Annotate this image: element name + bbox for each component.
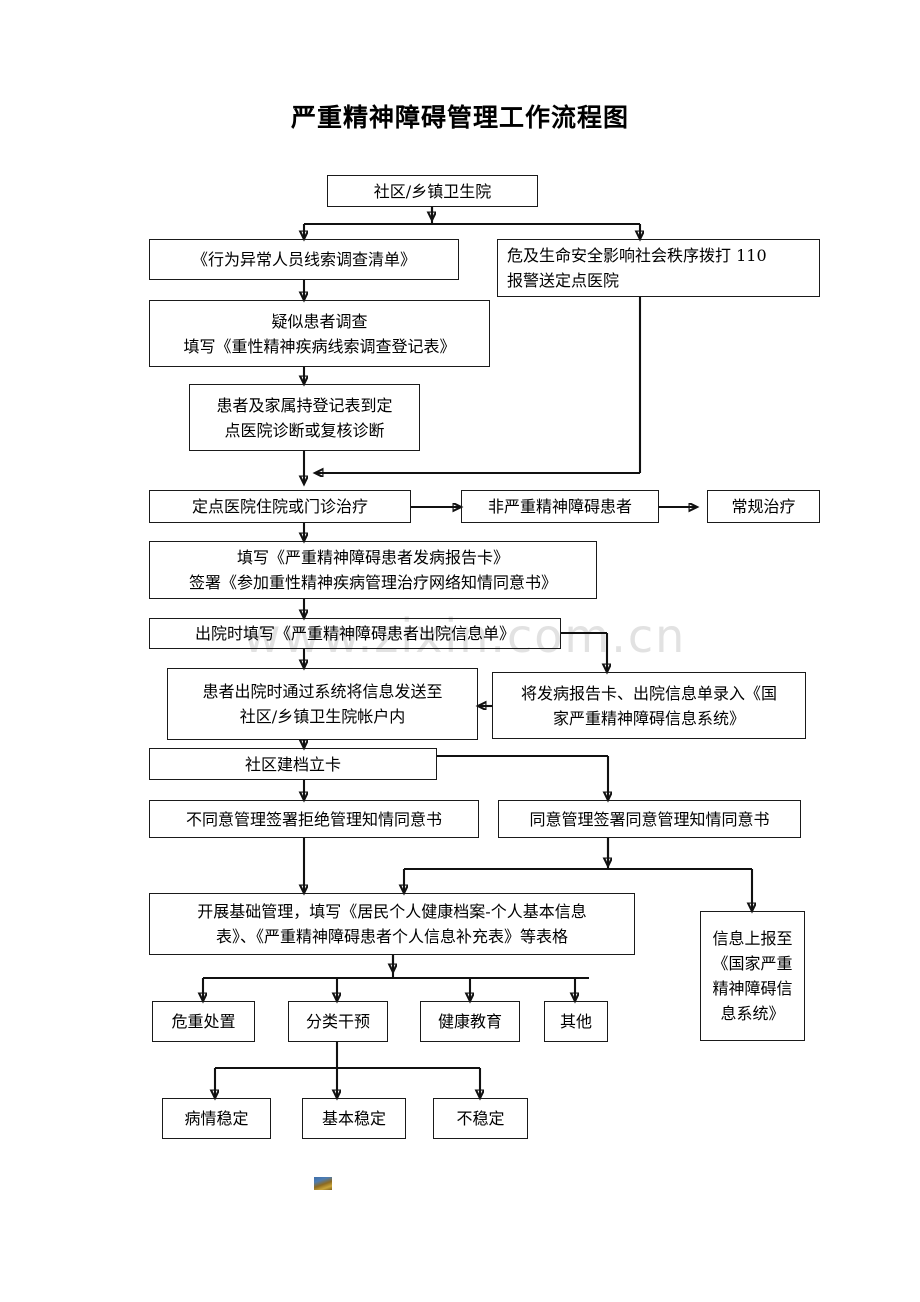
node-label: 病情稳定	[184, 1109, 249, 1128]
node-label: 定点医院住院或门诊治疗	[191, 497, 368, 516]
node-label: 其他	[559, 1012, 592, 1031]
node-emergency-call-110[interactable]: 危及生命安全影响社会秩序拨打 110 报警送定点医院	[497, 239, 820, 297]
node-label-line3: 精神障碍信	[712, 979, 793, 998]
node-send-info-to-health-center-account[interactable]: 患者出院时通过系统将信息发送至 社区/乡镇卫生院帐户内	[167, 668, 478, 740]
node-label: 社区/乡镇卫生院	[373, 181, 492, 201]
node-report-to-national-system[interactable]: 信息上报至 《国家严重 精神障碍信 息系统》	[700, 911, 805, 1041]
node-label-line2: 《国家严重	[712, 954, 793, 973]
node-label: 出院时填写《严重精神障碍患者出院信息单》	[194, 624, 515, 643]
node-label: 健康教育	[437, 1012, 502, 1031]
node-health-education[interactable]: 健康教育	[420, 1001, 520, 1042]
node-fill-report-card-and-consent[interactable]: 填写《严重精神障碍患者发病报告卡》 签署《参加重性精神疾病管理治疗网络知情同意书…	[149, 541, 597, 599]
node-designated-hospital-treatment[interactable]: 定点医院住院或门诊治疗	[149, 490, 411, 523]
node-label: 非严重精神障碍患者	[487, 497, 632, 516]
node-label-line2: 点医院诊断或复核诊断	[224, 420, 385, 440]
node-label-line2: 表》、《严重精神障碍患者个人信息补充表》等表格	[215, 927, 568, 946]
node-label: 危重处置	[171, 1012, 236, 1031]
node-patient-family-registration-diagnosis[interactable]: 患者及家属持登记表到定 点医院诊断或复核诊断	[189, 384, 420, 451]
node-label-line1: 将发病报告卡、出院信息单录入《国	[520, 683, 777, 703]
node-refuse-management-consent[interactable]: 不同意管理签署拒绝管理知情同意书	[149, 800, 479, 838]
node-label: 常规治疗	[731, 497, 796, 516]
node-basically-stable[interactable]: 基本稳定	[302, 1098, 406, 1139]
node-label: 社区建档立卡	[244, 754, 341, 774]
node-label-line1: 危及生命安全影响社会秩序拨打 110	[507, 246, 767, 265]
page-title: 严重精神障碍管理工作流程图	[290, 103, 629, 132]
node-community-township-health-center[interactable]: 社区/乡镇卫生院	[327, 175, 538, 207]
node-label-line1: 患者出院时通过系统将信息发送至	[202, 682, 443, 701]
node-label: 分类干预	[305, 1012, 370, 1031]
node-classified-intervention[interactable]: 分类干预	[288, 1001, 388, 1042]
node-non-severe-mental-disorder-patient[interactable]: 非严重精神障碍患者	[461, 490, 659, 523]
node-label-line4: 息系统》	[720, 1004, 785, 1023]
node-label: 基本稳定	[321, 1109, 386, 1128]
node-label-line2: 家严重精神障碍信息系统》	[552, 708, 745, 728]
node-discharge-information-form[interactable]: 出院时填写《严重精神障碍患者出院信息单》	[149, 618, 561, 649]
image-artifact-thumbnail	[314, 1177, 332, 1190]
node-abnormal-behavior-clue-list[interactable]: 《行为异常人员线索调查清单》	[149, 239, 459, 280]
node-other[interactable]: 其他	[544, 1001, 608, 1042]
node-label-line1: 疑似患者调查	[271, 311, 368, 331]
node-label-line2: 签署《参加重性精神疾病管理治疗网络知情同意书》	[188, 573, 557, 592]
node-label-line1: 信息上报至	[712, 929, 793, 948]
node-label-line2: 填写《重性精神疾病线索调查登记表》	[183, 336, 456, 356]
node-enter-into-national-information-system[interactable]: 将发病报告卡、出院信息单录入《国 家严重精神障碍信息系统》	[492, 672, 806, 739]
node-label-line2: 社区/乡镇卫生院帐户内	[239, 707, 406, 726]
node-unstable[interactable]: 不稳定	[433, 1098, 528, 1139]
node-condition-stable[interactable]: 病情稳定	[162, 1098, 271, 1139]
node-label-line1: 患者及家属持登记表到定	[216, 395, 393, 415]
node-agree-management-consent[interactable]: 同意管理签署同意管理知情同意书	[498, 800, 801, 838]
node-critical-case-handling[interactable]: 危重处置	[152, 1001, 255, 1042]
node-label: 不同意管理签署拒绝管理知情同意书	[185, 809, 442, 829]
node-community-file-and-card[interactable]: 社区建档立卡	[149, 748, 437, 780]
node-label-line1: 填写《严重精神障碍患者发病报告卡》	[236, 548, 509, 567]
node-label: 同意管理签署同意管理知情同意书	[529, 809, 770, 829]
node-label: 不稳定	[456, 1109, 505, 1128]
node-label: 《行为异常人员线索调查清单》	[191, 250, 416, 269]
node-label-line2: 报警送定点医院	[507, 271, 620, 290]
node-basic-management-forms[interactable]: 开展基础管理，填写《居民个人健康档案-个人基本信息 表》、《严重精神障碍患者个人…	[149, 893, 635, 955]
node-routine-treatment[interactable]: 常规治疗	[707, 490, 820, 523]
node-suspected-patient-survey[interactable]: 疑似患者调查 填写《重性精神疾病线索调查登记表》	[149, 300, 490, 367]
node-label-line1: 开展基础管理，填写《居民个人健康档案-个人基本信息	[197, 902, 587, 921]
